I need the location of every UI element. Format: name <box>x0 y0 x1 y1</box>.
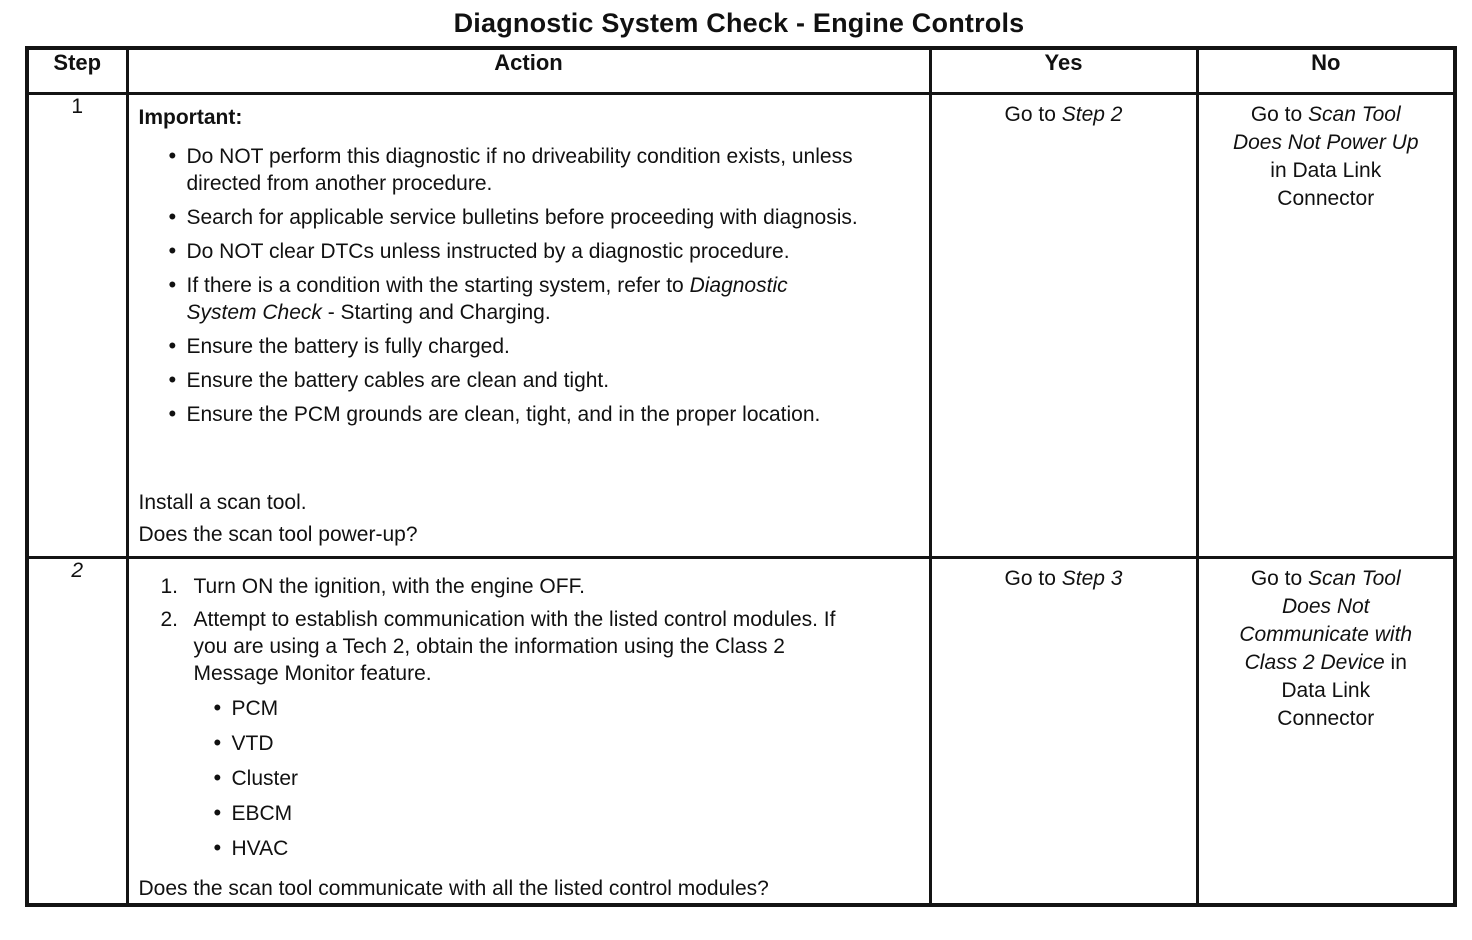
bullet-text: Ensure the battery is fully charged. <box>186 334 510 358</box>
action-numbered-item: 2. Attempt to establish communication wit… <box>139 606 859 862</box>
important-label: Important: <box>138 105 243 129</box>
goto-text: Go to <box>1004 102 1062 126</box>
action-bullet: If there is a condition with the startin… <box>139 271 859 326</box>
yes-cell-step-1: Go to Step 2 <box>928 91 1199 559</box>
bullet-text: Search for applicable service bulletins … <box>186 205 858 229</box>
goto-reference: Step 2 <box>1061 102 1123 126</box>
diagnostic-table: Step Action Yes No 1 Important: Do NOT p… <box>25 46 1457 907</box>
action-cell-step-2: 1. Turn ON the ignition, with the engine … <box>125 555 932 906</box>
important-bullet-list: Do NOT perform this diagnostic if no dri… <box>139 136 859 435</box>
table-header-row: Step Action Yes No <box>25 46 1457 95</box>
col-header-no: No <box>1195 46 1457 95</box>
bullet-text: Do NOT perform this diagnostic if no dri… <box>186 144 853 195</box>
action-bullet: Do NOT clear DTCs unless instructed by a… <box>139 237 859 265</box>
bullet-text: Do NOT clear DTCs unless instructed by a… <box>186 239 790 263</box>
bullet-text-italic: Diagnostic System Check <box>186 273 788 324</box>
action-numbered-item: 1. Turn ON the ignition, with the engine … <box>139 573 859 600</box>
action-cell-step-1: Important: Do NOT perform this diagnosti… <box>125 91 932 559</box>
module-item: PCM <box>194 694 859 722</box>
action-question: Does the scan tool power-up? <box>138 522 418 546</box>
table-row-step-2: 2 1. Turn ON the ignition, with the engin… <box>25 555 1457 906</box>
bullet-text: - Starting and Charging. <box>321 300 551 324</box>
list-number: 2. <box>160 607 179 631</box>
step-number-1: 1 <box>25 91 129 559</box>
bullet-text: Ensure the PCM grounds are clean, tight,… <box>186 402 821 426</box>
action-bullet: Ensure the PCM grounds are clean, tight,… <box>139 400 859 428</box>
module-item: Cluster <box>194 764 859 792</box>
list-number: 1. <box>160 574 179 598</box>
action-bullet: Do NOT perform this diagnostic if no dri… <box>139 142 859 197</box>
col-header-step: Step <box>25 46 129 95</box>
table-row-step-1: 1 Important: Do NOT perform this diagnos… <box>25 91 1457 559</box>
col-header-action: Action <box>125 46 932 95</box>
module-item: VTD <box>194 729 859 757</box>
page-title: Diagnostic System Check - Engine Control… <box>453 8 1025 38</box>
action-numbered-list: 1. Turn ON the ignition, with the engine … <box>139 567 859 870</box>
action-bullet: Ensure the battery is fully charged. <box>139 332 859 360</box>
module-item: HVAC <box>194 834 859 862</box>
numbered-item-text: Turn ON the ignition, with the engine OF… <box>193 574 585 598</box>
action-statement: Install a scan tool. <box>138 490 307 514</box>
numbered-item-text: Attempt to establish communication with … <box>193 607 836 685</box>
bullet-text: If there is a condition with the startin… <box>186 273 690 297</box>
yes-cell-step-2: Go to Step 3 <box>928 555 1199 906</box>
goto-text: Go to <box>1004 566 1062 590</box>
module-item: EBCM <box>194 799 859 827</box>
step-number-2: 2 <box>25 555 129 906</box>
col-header-yes: Yes <box>928 46 1199 95</box>
scanned-document-page: Diagnostic System Check - Engine Control… <box>0 8 1472 940</box>
bullet-text: Ensure the battery cables are clean and … <box>186 368 610 392</box>
action-question: Does the scan tool communicate with all … <box>138 876 769 900</box>
action-bullet: Ensure the battery cables are clean and … <box>139 366 859 394</box>
module-bullet-list: PCM VTD Cluster EBCM HVAC <box>194 694 859 862</box>
action-bullet: Search for applicable service bulletins … <box>139 203 859 231</box>
goto-reference: Step 3 <box>1061 566 1123 590</box>
